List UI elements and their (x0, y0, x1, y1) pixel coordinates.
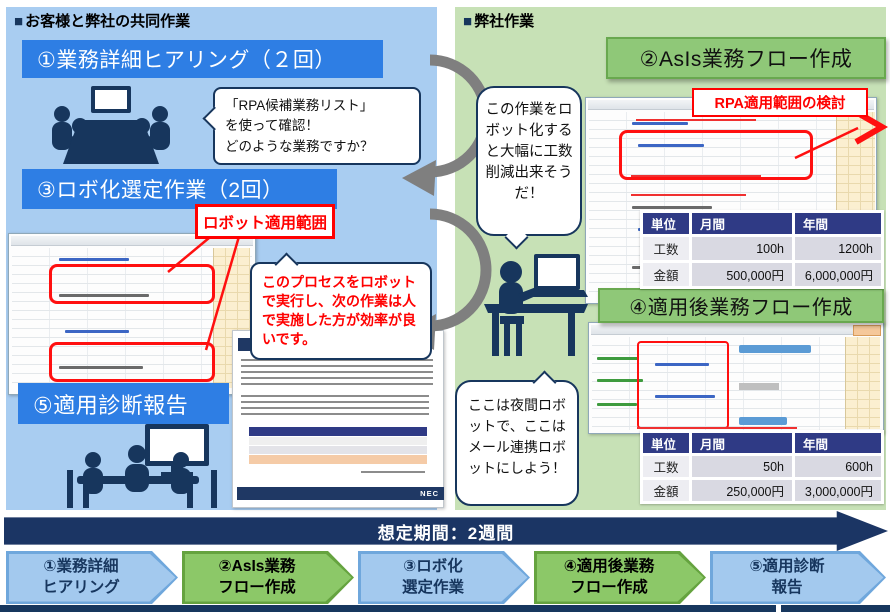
cell-text (597, 379, 643, 382)
red-underline (631, 194, 746, 196)
summary-cells (853, 325, 881, 336)
flow-node-chip (739, 345, 811, 353)
chevron-fill (361, 554, 528, 602)
sheet-toolbar (11, 236, 253, 246)
cell-text (655, 363, 709, 366)
robot-scope-label: ロボット適用範囲 (195, 204, 335, 239)
mini-table-header (249, 427, 427, 436)
column-header: 年間 (795, 213, 881, 234)
bottom-divider-bar (781, 605, 890, 612)
cell-value: 1200h (795, 237, 881, 260)
row-label: 金額 (643, 263, 689, 286)
cell-text (638, 144, 704, 147)
flow-node-chip (739, 383, 779, 390)
step3-box: ③ロボ化選定作業（2回） (22, 169, 337, 209)
sheet-grid (592, 337, 880, 430)
chevron-step3: ③ロボ化 選定作業 (358, 551, 530, 604)
meeting-hearing-icon (52, 86, 170, 164)
flow-node-chip (739, 417, 787, 425)
red-underline (637, 427, 797, 429)
step1-box: ①業務詳細ヒアリング（２回） (22, 40, 383, 78)
row-label: 工数 (643, 237, 689, 260)
chevron-fill (9, 554, 176, 602)
report-footer: NEC (237, 487, 444, 500)
step5-box: ⑤適用診断報告 (18, 383, 229, 424)
row-label: 工数 (643, 456, 689, 477)
chevron-step2: ②AsIs業務 フロー作成 (182, 551, 354, 604)
column-header: 年間 (795, 433, 881, 453)
bubble-process: このプロセスをロボットで実行し、次の作業は人で実施した方が効率が良いです。 (250, 262, 432, 360)
sheet-toolbar (591, 325, 881, 335)
chevron-step5-label: ⑤適用診断 報告 (749, 558, 825, 596)
cell-value: 50h (692, 456, 792, 477)
step2-box: ②AsIs業務フロー作成 (606, 37, 886, 79)
bubble-hearing: 「RPA候補業務リスト」 を使って確認！ どのような業務ですか？ (213, 87, 421, 165)
bullet-square-icon: ■ (14, 13, 24, 30)
bullet-square-icon: ■ (463, 13, 473, 30)
bubble-night-robot: ここは夜間ロボットで、ここはメール連携ロボットにしよう！ (455, 380, 579, 506)
red-underline (636, 119, 756, 121)
chevron-step1-label: ①業務詳細 ヒアリング (42, 558, 120, 596)
row-label: 金額 (643, 480, 689, 501)
panel-right-header: ■弊社作業 (463, 10, 534, 31)
panel-left-title: お客様と弊社の共同作業 (25, 13, 191, 30)
report-text-block (241, 395, 429, 417)
cell-text (632, 206, 712, 209)
cell-value: 500,000円 (692, 263, 792, 286)
chevron-step2-label: ②AsIs業務 フロー作成 (218, 558, 296, 596)
chevron-fill (713, 554, 884, 602)
effort-cost-table-tobe: 単位 月間 年間 工数 50h 600h 金額 250,000円 3,000,0… (640, 430, 884, 504)
bottom-divider-bar (0, 605, 776, 612)
chevron-step5: ⑤適用診断 報告 (710, 551, 886, 604)
cell-value: 250,000円 (692, 480, 792, 501)
cell-text (597, 403, 637, 406)
cell-text (632, 122, 688, 125)
panel-left-header: ■お客様と弊社の共同作業 (14, 10, 190, 31)
cell-text (59, 258, 129, 261)
meeting-report-icon (67, 424, 217, 508)
cell-text (655, 395, 715, 398)
chevron-step4: ④適用後業務 フロー作成 (534, 551, 706, 604)
bubble-robotize: この作業をロボット化すると大幅に工数削減出来そうだ！ (476, 86, 582, 236)
mini-table-row (249, 437, 427, 445)
cell-text (597, 357, 639, 360)
report-mini-table (249, 427, 427, 464)
chevron-step1: ①業務詳細 ヒアリング (6, 551, 178, 604)
cell-value: 6,000,000円 (795, 263, 881, 286)
chevron-fill (537, 554, 704, 602)
robot-range-highlight (637, 341, 729, 429)
selection-worksheet-screenshot (8, 233, 256, 395)
cell-value: 3,000,000円 (795, 480, 881, 501)
robot-range-highlight-1 (49, 264, 215, 304)
report-text-block (241, 359, 433, 387)
column-header: 単位 (643, 433, 689, 453)
report-note (361, 471, 425, 477)
cell-text (59, 294, 149, 297)
cell-value: 100h (692, 237, 792, 260)
rpa-range-highlight (619, 130, 813, 180)
tobe-flow-screenshot (588, 322, 884, 434)
mini-table-row (249, 446, 427, 454)
person-at-computer-icon (484, 254, 588, 356)
column-header: 単位 (643, 213, 689, 234)
nec-logo: NEC (420, 489, 439, 498)
mini-table-row-highlight (249, 455, 427, 464)
chevron-step4-label: ④適用後業務 フロー作成 (563, 558, 655, 596)
effort-cost-table-asis: 単位 月間 年間 工数 100h 1200h 金額 500,000円 6,000… (640, 210, 884, 289)
priority-columns (845, 337, 880, 429)
cell-value: 600h (795, 456, 881, 477)
rpa-scope-review-label: RPA適用範囲の検討 (692, 88, 868, 117)
red-underline (631, 175, 761, 177)
chevron-fill (185, 554, 352, 602)
cell-text (65, 330, 129, 333)
timeline-arrow: 想定期間：2週間 (4, 511, 888, 551)
step4-box: ④適用後業務フロー作成 (598, 288, 884, 323)
column-header: 月間 (692, 213, 792, 234)
column-header: 月間 (692, 433, 792, 453)
chevron-step3-label: ③ロボ化 選定作業 (401, 558, 464, 596)
cell-text (59, 366, 143, 369)
robot-range-highlight-2 (49, 342, 215, 382)
panel-right-title: 弊社作業 (474, 13, 535, 30)
